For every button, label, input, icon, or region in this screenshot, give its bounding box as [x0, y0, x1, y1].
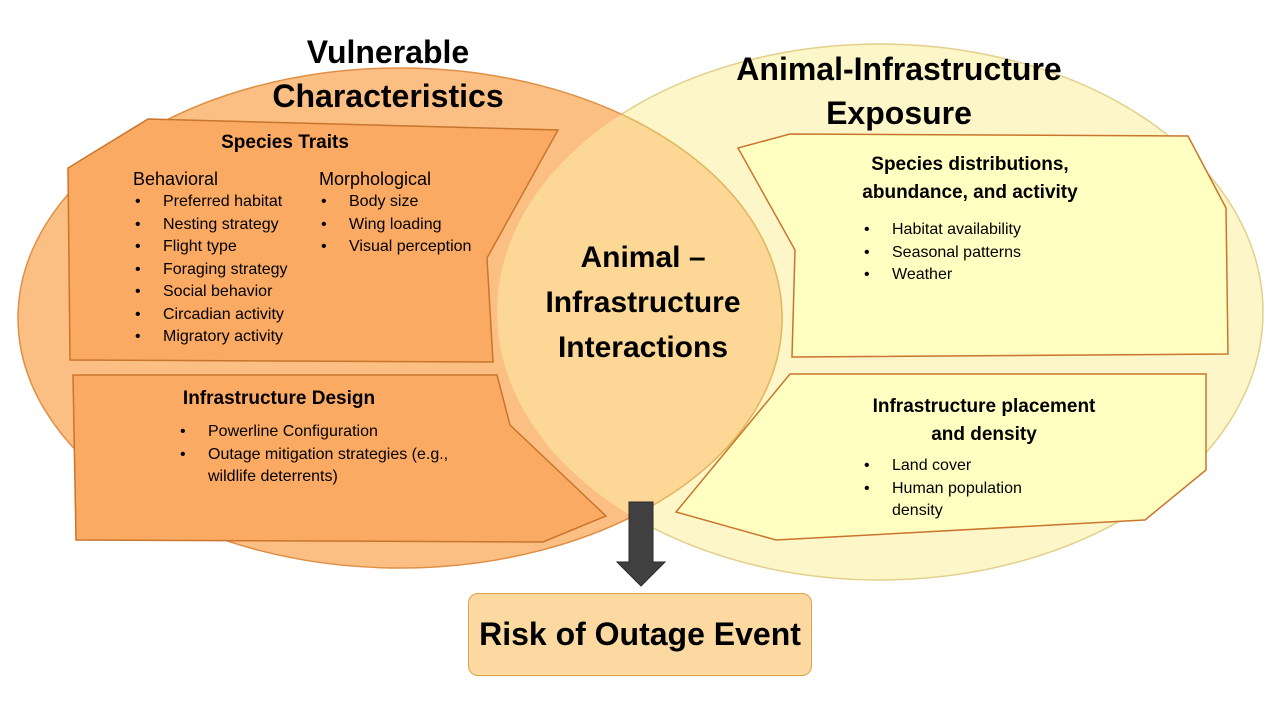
species-distributions-title: Species distributions, abundance, and ac… [862, 154, 1078, 203]
infrastructure-design-list: Powerline Configuration Outage mitigatio… [178, 421, 468, 489]
list-item: Flight type [133, 236, 323, 259]
list-item: Preferred habitat [133, 191, 323, 214]
list-item: Habitat availability [862, 219, 1082, 242]
list-item: Powerline Configuration [178, 421, 468, 444]
list-item: Visual perception [319, 236, 499, 259]
list-item: Social behavior [133, 281, 323, 304]
behavioral-list: Preferred habitat Nesting strategy Fligh… [133, 191, 323, 349]
infrastructure-placement-list: Land cover Human population density [862, 455, 1052, 523]
down-arrow-icon [615, 501, 667, 587]
risk-of-outage-label: Risk of Outage Event [479, 616, 801, 652]
overlap-region [497, 67, 783, 569]
list-item: Nesting strategy [133, 214, 323, 237]
list-item: Migratory activity [133, 326, 323, 349]
list-item: Weather [862, 264, 1082, 287]
list-item: Seasonal patterns [862, 242, 1082, 265]
species-traits-title: Species Traits [221, 132, 349, 153]
list-item: Outage mitigation strategies (e.g., wild… [178, 444, 468, 489]
list-item: Human population density [862, 478, 1052, 523]
left-title: Vulnerable Characteristics [272, 34, 504, 114]
right-title: Animal-Infrastructure Exposure [736, 51, 1062, 131]
center-title: Animal – Infrastructure Interactions [545, 241, 741, 364]
infrastructure-placement-title: Infrastructure placement and density [872, 396, 1096, 445]
list-item: Land cover [862, 455, 1052, 478]
list-item: Circadian activity [133, 304, 323, 327]
risk-of-outage-box: Risk of Outage Event [468, 593, 812, 676]
species-distributions-list: Habitat availability Seasonal patterns W… [862, 219, 1082, 287]
list-item: Body size [319, 191, 499, 214]
list-item: Wing loading [319, 214, 499, 237]
behavioral-heading: Behavioral [133, 169, 219, 189]
morphological-heading: Morphological [319, 169, 432, 189]
infrastructure-design-title: Infrastructure Design [182, 388, 376, 409]
list-item: Foraging strategy [133, 259, 323, 282]
morphological-list: Body size Wing loading Visual perception [319, 191, 499, 259]
